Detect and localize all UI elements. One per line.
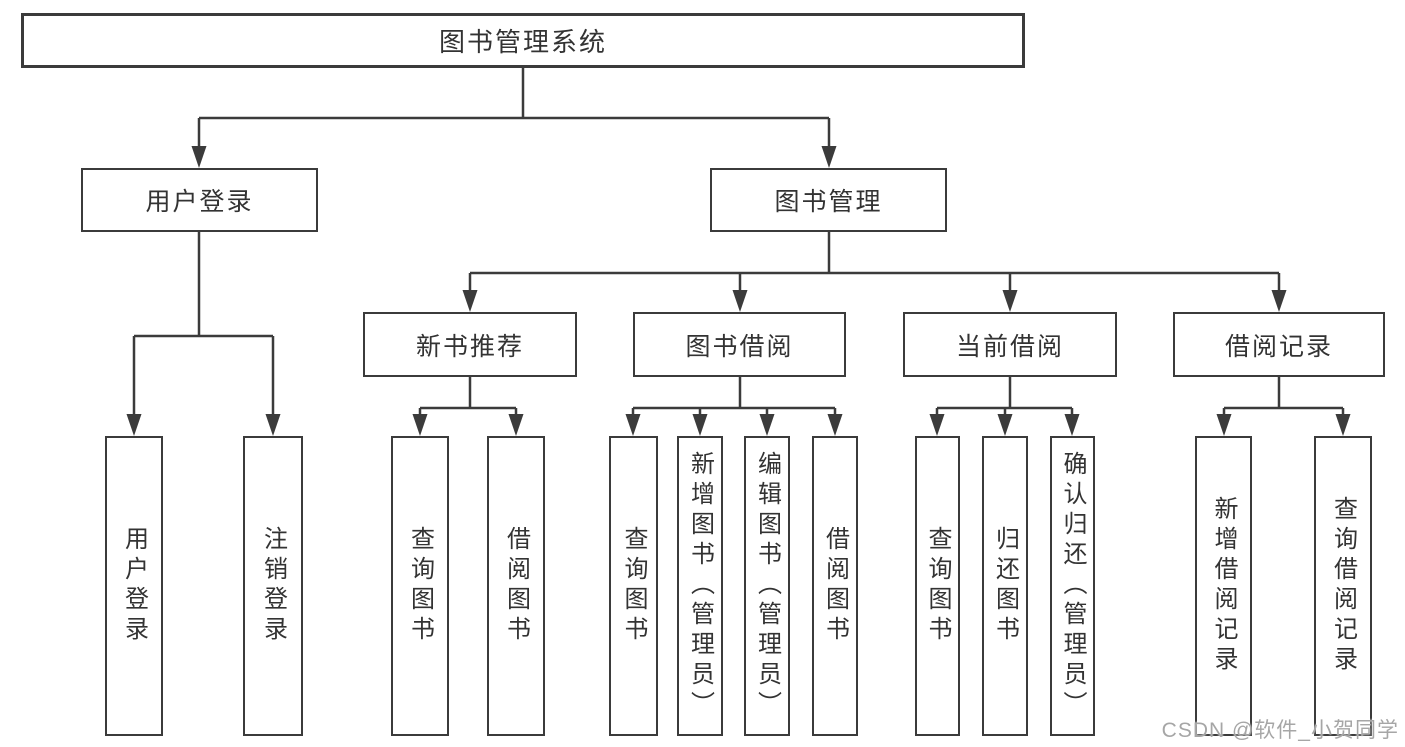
leaf-label: 编辑图书（管理员）: [753, 451, 781, 721]
watermark: CSDN @软件_小贺同学: [1161, 719, 1399, 742]
leaf-user-login: 用户登录: [105, 436, 163, 736]
node-book-management: 图书管理: [710, 168, 947, 232]
leaf-label: 借阅图书: [502, 526, 530, 646]
node-borrowing-records: 借阅记录: [1173, 312, 1385, 377]
leaf-label: 查询借阅记录: [1329, 496, 1357, 676]
leaf-query-books-borrowing: 查询图书: [609, 436, 658, 736]
leaf-label: 确认归还（管理员）: [1059, 451, 1086, 721]
leaf-label: 查询图书: [406, 526, 434, 646]
node-current-borrowing: 当前借阅: [903, 312, 1117, 377]
leaf-label: 查询图书: [620, 526, 647, 646]
leaf-label: 借阅图书: [821, 526, 849, 646]
node-book-borrowing: 图书借阅: [633, 312, 846, 377]
leaf-label: 新增图书（管理员）: [686, 451, 714, 721]
node-new-book-recommendation: 新书推荐: [363, 312, 577, 377]
leaf-confirm-return-admin: 确认归还（管理员）: [1050, 436, 1095, 736]
leaf-label: 用户登录: [120, 526, 148, 646]
leaf-label: 归还图书: [991, 526, 1019, 646]
leaf-label: 查询图书: [924, 526, 951, 646]
leaf-add-borrow-record: 新增借阅记录: [1195, 436, 1252, 736]
leaf-query-borrow-record: 查询借阅记录: [1314, 436, 1372, 736]
leaf-borrow-books: 借阅图书: [812, 436, 858, 736]
leaf-borrow-books-recommend: 借阅图书: [487, 436, 545, 736]
leaf-return-books: 归还图书: [982, 436, 1028, 736]
leaf-label: 注销登录: [259, 526, 287, 646]
node-user-login: 用户登录: [81, 168, 318, 232]
leaf-edit-books-admin: 编辑图书（管理员）: [744, 436, 790, 736]
leaf-label: 新增借阅记录: [1210, 496, 1237, 676]
leaf-query-books-current: 查询图书: [915, 436, 960, 736]
leaf-add-books-admin: 新增图书（管理员）: [677, 436, 723, 736]
leaf-logout: 注销登录: [243, 436, 303, 736]
leaf-query-books-recommend: 查询图书: [391, 436, 449, 736]
node-book-management-system: 图书管理系统: [21, 13, 1025, 68]
